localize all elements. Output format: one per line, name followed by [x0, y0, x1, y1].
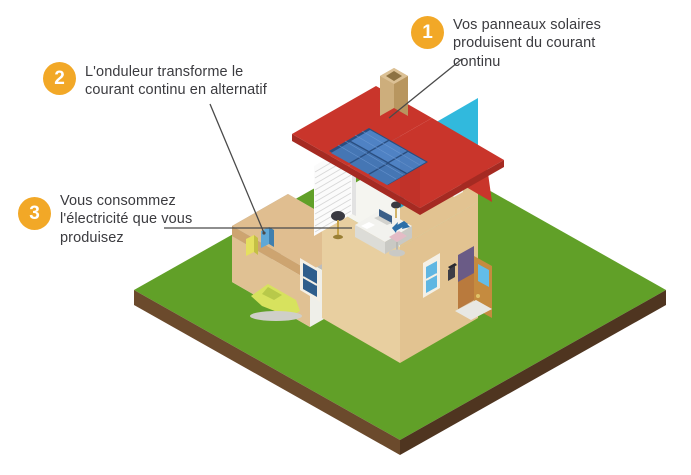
door-handle-icon [476, 294, 480, 298]
solar-panel-array [329, 128, 428, 185]
solar-panel-cell-3 [389, 152, 426, 173]
callout-1-badge: 1 [411, 16, 444, 49]
electric-meter [246, 235, 254, 256]
chair-back-wing-left [392, 222, 398, 233]
desk-papers [361, 222, 375, 229]
lawn-right-side-face [400, 290, 666, 455]
office [355, 201, 412, 257]
chair-back-wing-right [402, 221, 410, 229]
gable-shadow [400, 148, 420, 208]
window-right-mullion [425, 273, 438, 281]
car-shadow [250, 311, 302, 321]
leader-line-2 [209, 103, 265, 234]
door-leaf-glass [478, 264, 489, 287]
roof-eave-front [348, 166, 420, 215]
leader-line-1 [388, 58, 463, 119]
house [232, 68, 504, 363]
lantern-icon [448, 263, 457, 281]
callout-3-badge: 3 [18, 197, 51, 230]
car-body [251, 284, 300, 317]
leader-endpoint-2 [262, 231, 266, 235]
desk-lamp [391, 201, 401, 218]
callout-1-text: Vos panneaux solaires produisent du cour… [453, 17, 602, 70]
laptop-screen [379, 209, 392, 224]
car [250, 284, 302, 321]
solar-panel-cell-4 [331, 142, 368, 163]
doormat [455, 300, 492, 320]
callout-2: 2 L'onduleur transforme le courant conti… [43, 62, 267, 100]
solar-panel-cell-6 [369, 164, 406, 185]
callout-3-text: Vous consommez l'électricité que vous pr… [60, 193, 193, 246]
chimney-flue [386, 71, 402, 81]
car-windshield [262, 287, 282, 300]
callout-2-text: L'onduleur transforme le courant continu… [85, 64, 267, 99]
roof [292, 68, 504, 215]
chimney [380, 68, 408, 116]
solar-panel-cell-2 [370, 141, 407, 162]
facade-openings [300, 246, 492, 320]
solar-panel-cell-1 [351, 130, 388, 151]
window-left-mullion [302, 276, 318, 286]
callout-1: 1 Vos panneaux solaires produisent du co… [411, 16, 601, 71]
roof-eave-right [420, 160, 504, 215]
door-opening-lower [458, 273, 474, 309]
roof-eave-left [292, 134, 348, 173]
leader-lines [164, 58, 463, 234]
inverter-box-side [269, 227, 274, 247]
solar-panel-cell-5 [350, 153, 387, 174]
electric-meter-side [254, 235, 258, 255]
callout-2-badge: 2 [43, 62, 76, 95]
chair-base [389, 249, 405, 257]
callout-3: 3 Vous consommez l'électricité que vous … [18, 191, 192, 247]
chair-seat [389, 231, 407, 242]
office-chair [389, 221, 410, 257]
desk-front-left [355, 225, 385, 254]
lawn-left-side-face [134, 290, 400, 455]
laptop-base [374, 216, 392, 225]
